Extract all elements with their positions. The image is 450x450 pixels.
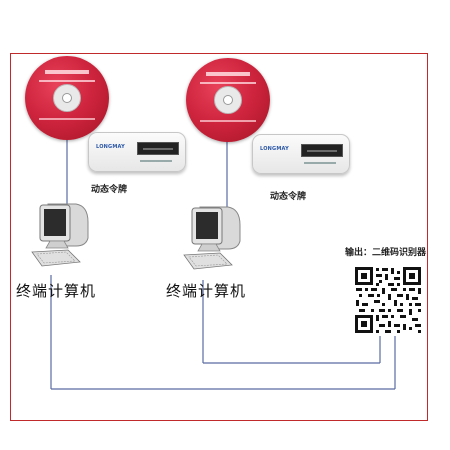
dynamic-token-icon: LONGMAY bbox=[88, 132, 186, 172]
computer-label-1: 终端计算机 bbox=[16, 282, 97, 300]
token-brand: LONGMAY bbox=[260, 146, 289, 152]
token-label-2: 动态令牌 bbox=[270, 192, 307, 202]
token-label-1: 动态令牌 bbox=[91, 185, 128, 195]
network-frame bbox=[10, 53, 428, 421]
qr-code-icon bbox=[354, 266, 422, 334]
cd-disc-icon bbox=[25, 56, 109, 140]
computer-label-2: 终端计算机 bbox=[166, 282, 247, 300]
dynamic-token-icon: LONGMAY bbox=[252, 134, 350, 174]
token-brand: LONGMAY bbox=[96, 144, 125, 150]
cd-disc-icon bbox=[186, 58, 270, 142]
computer-icon bbox=[31, 203, 89, 267]
output-label: 输出：二维码识别器 bbox=[345, 248, 427, 258]
computer-icon bbox=[183, 206, 241, 270]
